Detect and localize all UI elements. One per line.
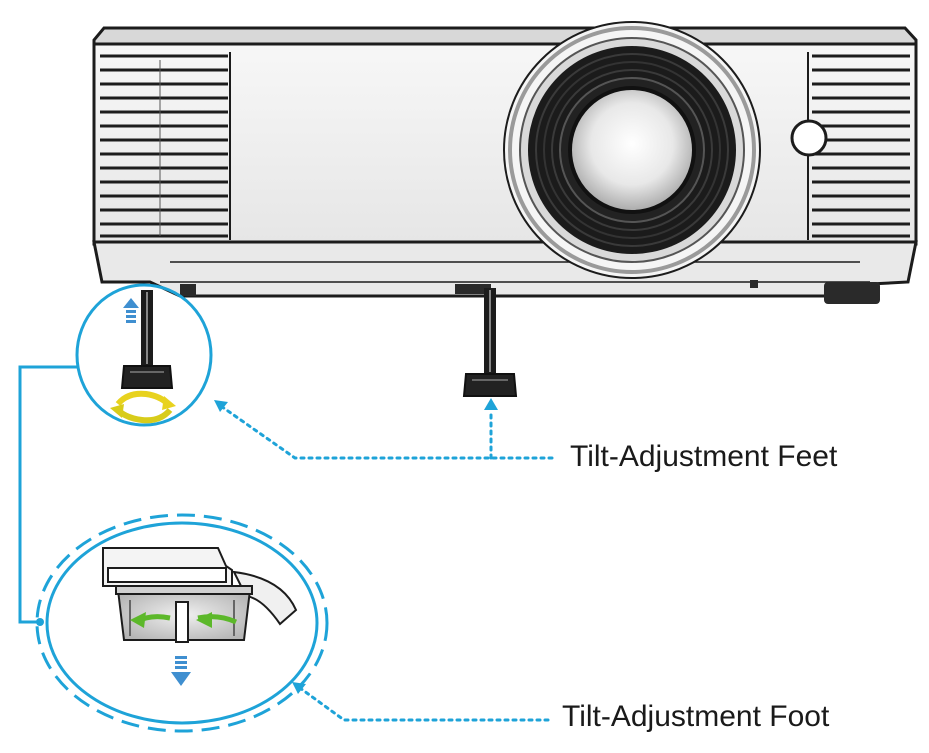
foot-pointer: [298, 686, 550, 722]
foot-closeup: [102, 547, 298, 643]
arrow-up-icon: [214, 400, 228, 412]
rotate-arrows-icon: [110, 390, 176, 424]
tilt-foot-left: [120, 290, 174, 389]
ir-sensor: [790, 119, 828, 157]
callout-connector: [18, 365, 78, 626]
arrow-down-icon: [171, 656, 191, 686]
feet-pointer: [216, 402, 554, 460]
arrow-up-icon: [123, 298, 139, 323]
rotate-arrows-icon: [130, 612, 238, 628]
arrow-up-icon: [484, 398, 498, 410]
foot-callout-circle: [75, 283, 213, 427]
foot-detail-ellipse: [35, 513, 329, 733]
tilt-adjustment-feet-label: Tilt-Adjustment Feet: [570, 440, 838, 473]
right-vent-grille: [807, 52, 910, 240]
tilt-foot-center: [462, 288, 518, 397]
arrow-up-icon: [292, 682, 306, 694]
projector-lens: [503, 21, 761, 279]
tilt-adjustment-foot-label: Tilt-Adjustment Foot: [562, 700, 830, 733]
left-vent-grille: [100, 52, 231, 240]
